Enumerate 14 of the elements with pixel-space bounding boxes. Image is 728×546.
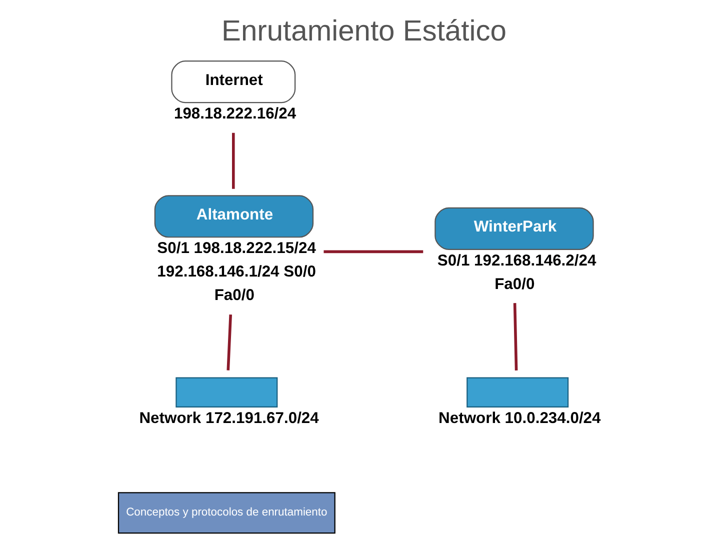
node-label: 198.18.222.16/24 bbox=[174, 106, 296, 123]
node-label: Network 172.191.67.0/24 bbox=[139, 410, 319, 427]
node-label: Fa0/0 bbox=[214, 287, 254, 304]
node-label: S0/1 192.168.146.2/24 bbox=[437, 252, 596, 270]
node-label: 192.168.146.1/24 S0/0 bbox=[157, 264, 316, 281]
connector bbox=[226, 314, 232, 370]
connector bbox=[513, 303, 518, 370]
node-label: Network 10.0.234.0/24 bbox=[438, 410, 601, 427]
node-label: S0/1 198.18.222.15/24 bbox=[157, 240, 316, 258]
diagram-title: Enrutamiento Estático bbox=[222, 16, 506, 48]
node-label: Fa0/0 bbox=[494, 276, 535, 293]
label: Conceptos y protocolos de enrutamiento bbox=[126, 506, 328, 519]
connector bbox=[324, 250, 424, 254]
connector bbox=[232, 132, 235, 189]
